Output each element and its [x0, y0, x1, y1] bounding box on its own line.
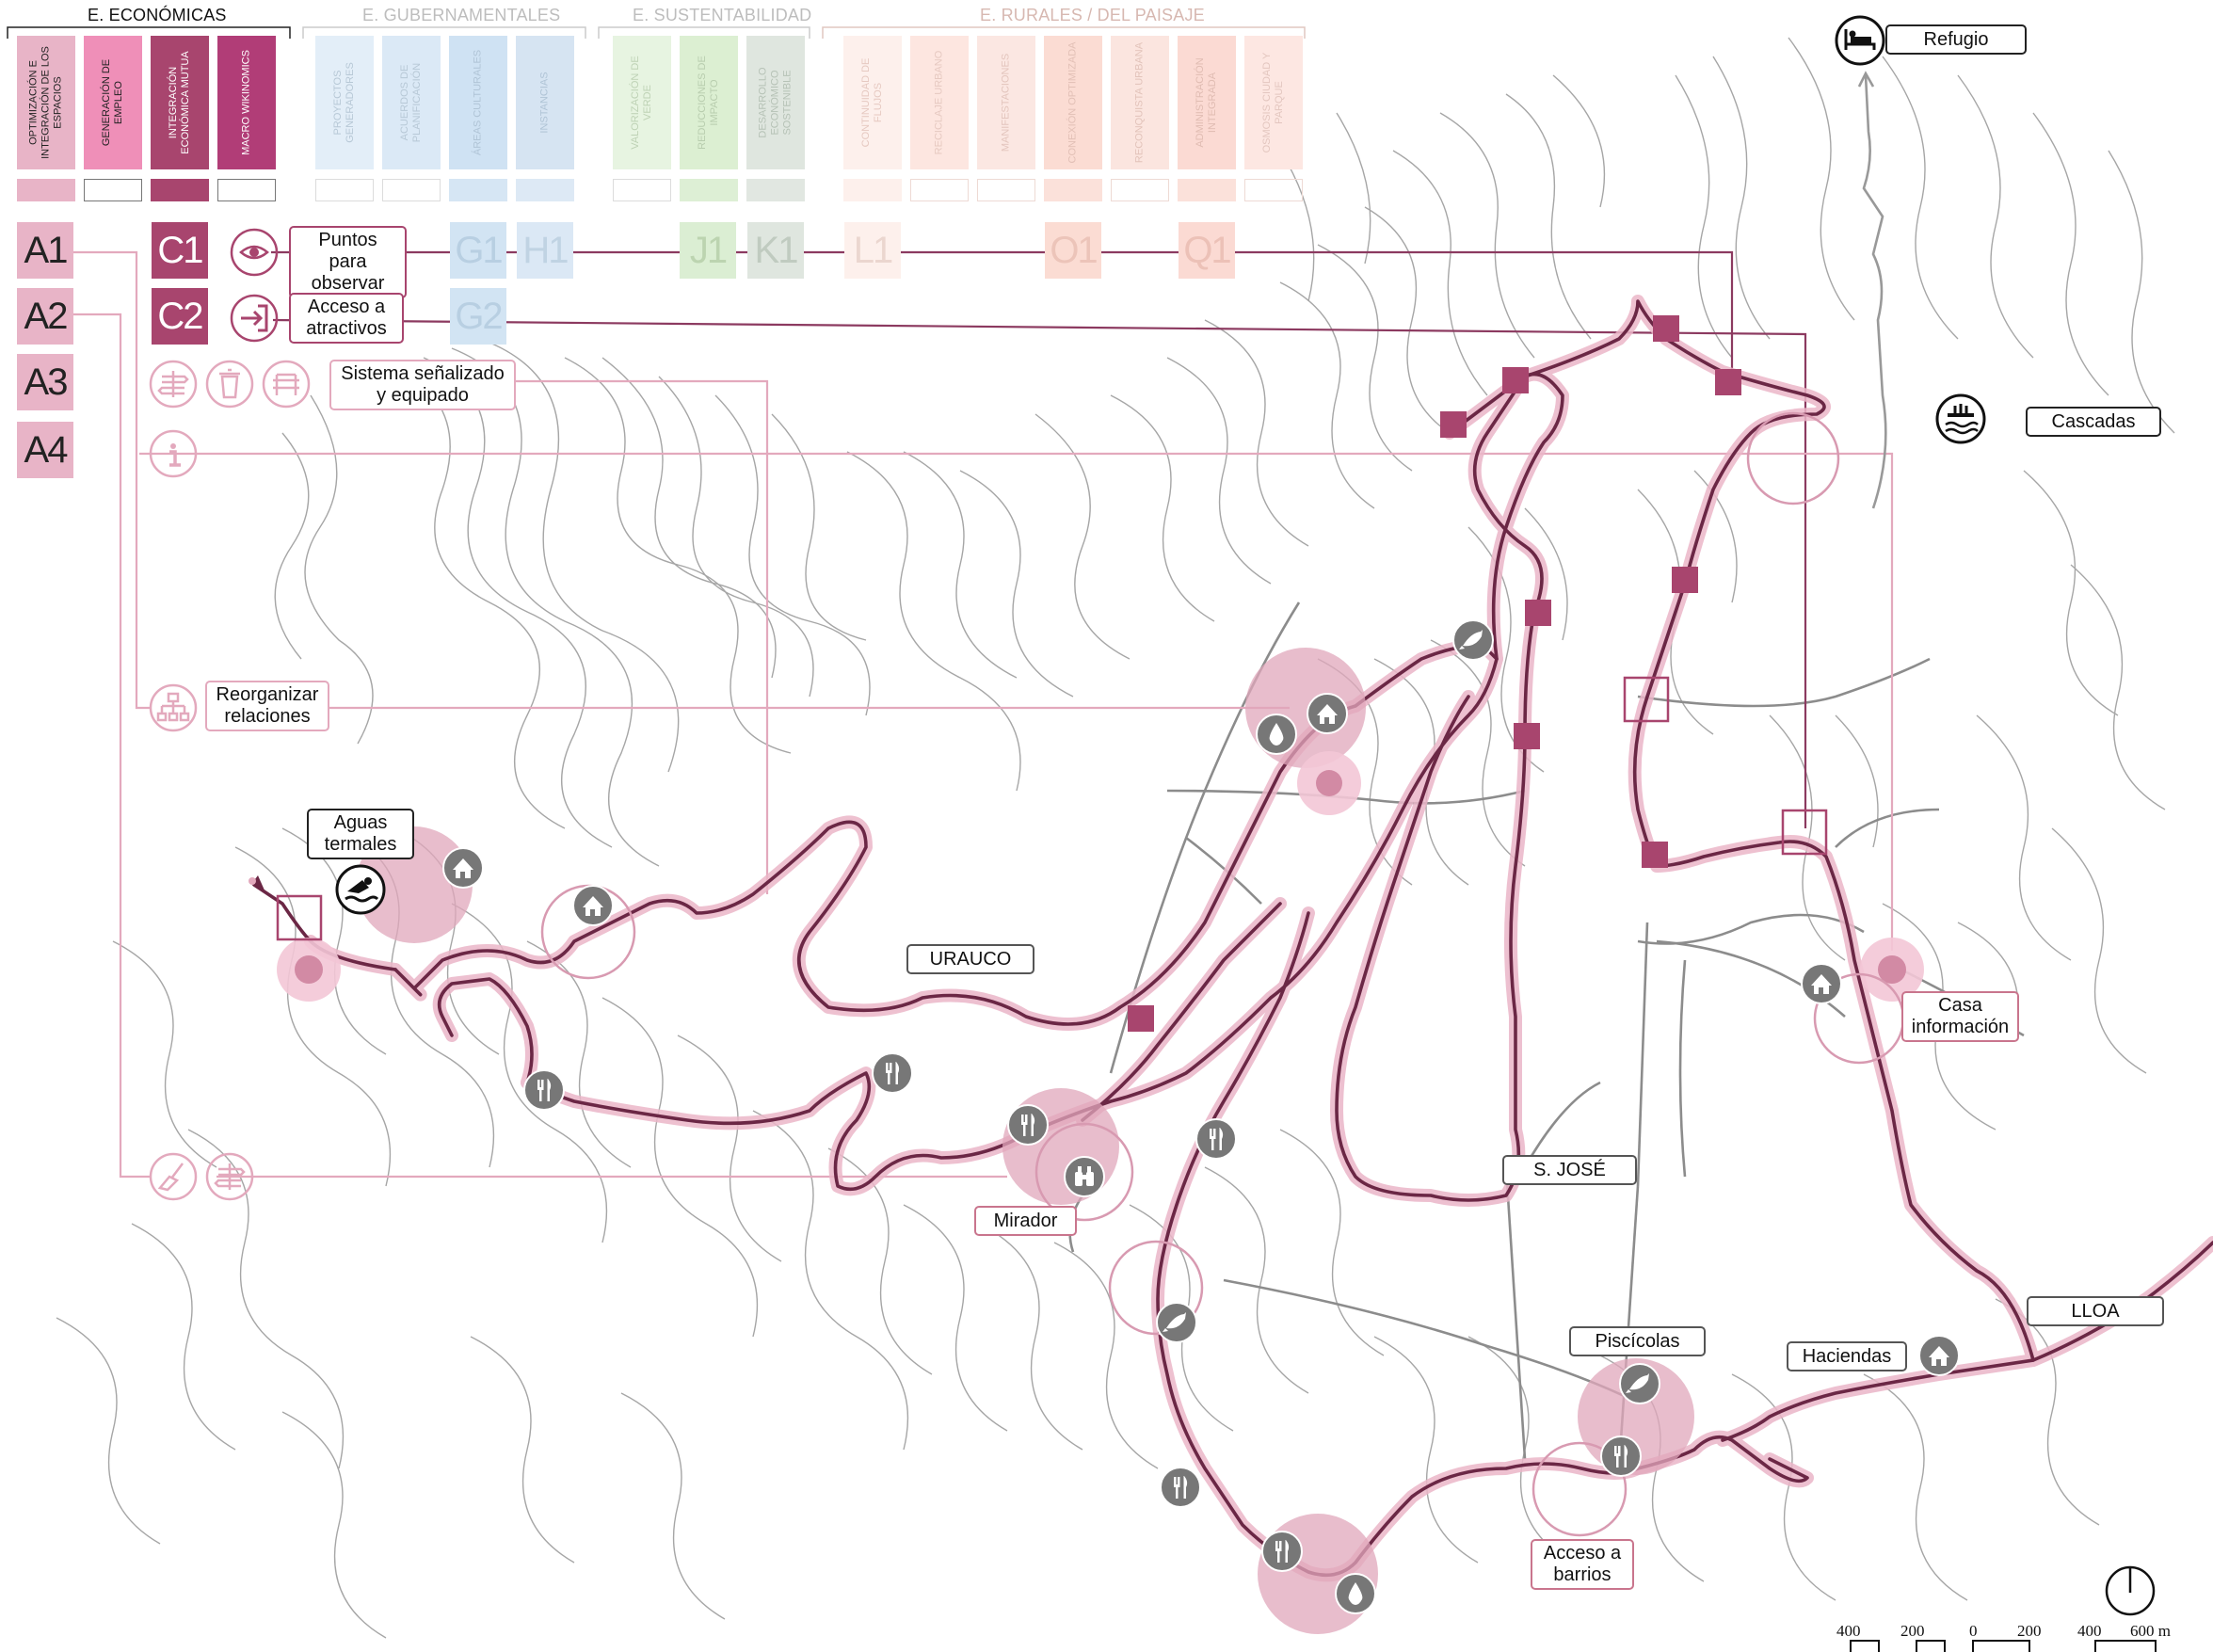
code-a4: A4 [17, 422, 73, 478]
swatch-proyectos [315, 179, 374, 201]
column-reciclaje-urbano: RECICLAJE URBANO [910, 36, 969, 169]
column-acuerdos-planificacion: ACUERDOS DE PLANIFICACIÓN [382, 36, 441, 169]
column-osmosis-ciudad-parque: OSMOSIS CIUDAD Y PARQUE [1244, 36, 1303, 169]
swatch-desarrollo [746, 179, 805, 201]
scale-tick-200-right: 200 [2017, 1622, 2042, 1640]
code-a1: A1 [17, 222, 73, 279]
swatch-optimizacion [17, 179, 75, 201]
code-j1: J1 [680, 222, 736, 279]
label-sistema-senalizado: Sistema señalizado y equipado [329, 360, 516, 410]
code-c2: C2 [152, 288, 208, 345]
label-puntos-observar: Puntos para observar [289, 226, 407, 298]
code-k1: K1 [747, 222, 804, 279]
label-mirador: Mirador [974, 1206, 1077, 1236]
category-gubernamentales: E. GUBERNAMENTALES [362, 6, 561, 24]
swatch-reconquista [1111, 179, 1169, 201]
column-valorizacion-verde: VALORIZACIÓN DE VERDE [613, 36, 671, 169]
scale-tick-400-left: 400 [1836, 1622, 1861, 1640]
column-reconquista-urbana: RECONQUISTA URBANA [1111, 36, 1169, 169]
swatch-osmosis [1244, 179, 1303, 201]
column-manifestaciones: MANIFESTACIONES [977, 36, 1035, 169]
column-areas-culturales: ÁREAS CULTURALES [449, 36, 507, 169]
column-generacion-empleo: GENERACIÓN DE EMPLEO [84, 36, 142, 169]
swatch-reducciones [680, 179, 738, 201]
category-brackets [7, 26, 1306, 39]
refugio-path [1862, 74, 1887, 509]
label-acceso-atractivos: Acceso a atractivos [289, 293, 404, 344]
label-reorganizar-relaciones: Reorganizar relaciones [205, 681, 329, 731]
label-piscicolas: Piscícolas [1569, 1326, 1706, 1356]
scale-tick-200-left: 200 [1900, 1622, 1925, 1640]
label-s-jose: S. JOSÉ [1502, 1155, 1637, 1185]
category-sustentabilidad: E. SUSTENTABILIDAD [633, 6, 812, 24]
swatch-instancias [516, 179, 574, 201]
scale-tick-400-right: 400 [2077, 1622, 2102, 1640]
column-macro-wikinomics: MACRO WIKINOMICS [217, 36, 276, 169]
label-casa-informacion: Casa información [1901, 991, 2019, 1042]
code-a2: A2 [17, 288, 73, 345]
swatch-administracion [1178, 179, 1236, 201]
scale-bar [1850, 1640, 2157, 1652]
column-administracion-integrada: ADMINISTRACIÓN INTEGRADA [1178, 36, 1236, 169]
label-haciendas: Haciendas [1787, 1341, 1907, 1371]
label-urauco: URAUCO [906, 944, 1034, 974]
label-lloa: LLOA [2027, 1296, 2164, 1326]
swatch-manifestaciones [977, 179, 1035, 201]
swatch-generacion-empleo [84, 179, 142, 201]
column-conexion-optimizada: CONEXIÓN OPTIMIZADA [1044, 36, 1102, 169]
code-a3: A3 [17, 354, 73, 410]
scale-tick-0: 0 [1969, 1622, 1978, 1640]
swatch-acuerdos [382, 179, 441, 201]
category-economicas: E. ECONÓMICAS [88, 6, 227, 24]
swatch-integracion [151, 179, 209, 201]
label-cascadas: Cascadas [2026, 407, 2161, 437]
main-route [252, 299, 2213, 1578]
poi-icons [442, 619, 1960, 1614]
column-proyectos-generadores: PROYECTOS GENERADORES [315, 36, 374, 169]
north-arrow-icon [2105, 1565, 2156, 1616]
secondary-roads [1068, 601, 2025, 1469]
swatch-reciclaje [910, 179, 969, 201]
column-desarrollo-sostenible: DESARROLLO ECONÓMICO SOSTENIBLE [746, 36, 805, 169]
column-integracion-economica: INTEGRACIÓN ECONÓMICA MUTUA [151, 36, 209, 169]
access-markers-outline [276, 676, 1828, 941]
code-q1: Q1 [1179, 222, 1235, 279]
label-aguas-termales: Aguas termales [307, 809, 414, 859]
swatch-conexion [1044, 179, 1102, 201]
swatch-continuidad [843, 179, 902, 201]
strategy-icons [149, 228, 311, 1201]
code-g1: G1 [450, 222, 506, 279]
swatch-macro-wikinomics [217, 179, 276, 201]
column-optimizacion: OPTIMIZACIÓN E INTEGRACIÓN DE LOS ESPACI… [17, 36, 75, 169]
category-rurales: E. RURALES / DEL PAISAJE [980, 6, 1205, 24]
code-g2: G2 [450, 288, 506, 345]
code-h1: H1 [517, 222, 573, 279]
column-continuidad-flujos: CONTINUIDAD DE FLUJOS [843, 36, 902, 169]
scale-tick-600m: 600 m [2130, 1622, 2171, 1640]
code-c1: C1 [152, 222, 208, 279]
feature-icons [335, 15, 1986, 915]
label-refugio: Refugio [1885, 24, 2027, 55]
swatch-areas-culturales [449, 179, 507, 201]
column-reducciones-impacto: REDUCCIONES DE IMPACTO [680, 36, 738, 169]
label-acceso-barrios: Acceso a barrios [1531, 1539, 1634, 1590]
swatch-valorizacion [613, 179, 671, 201]
strategy-connectors [53, 250, 1894, 1179]
access-points [1128, 315, 1741, 1032]
column-instancias: INSTANCIAS [516, 36, 574, 169]
code-o1: O1 [1045, 222, 1101, 279]
code-l1: L1 [844, 222, 901, 279]
